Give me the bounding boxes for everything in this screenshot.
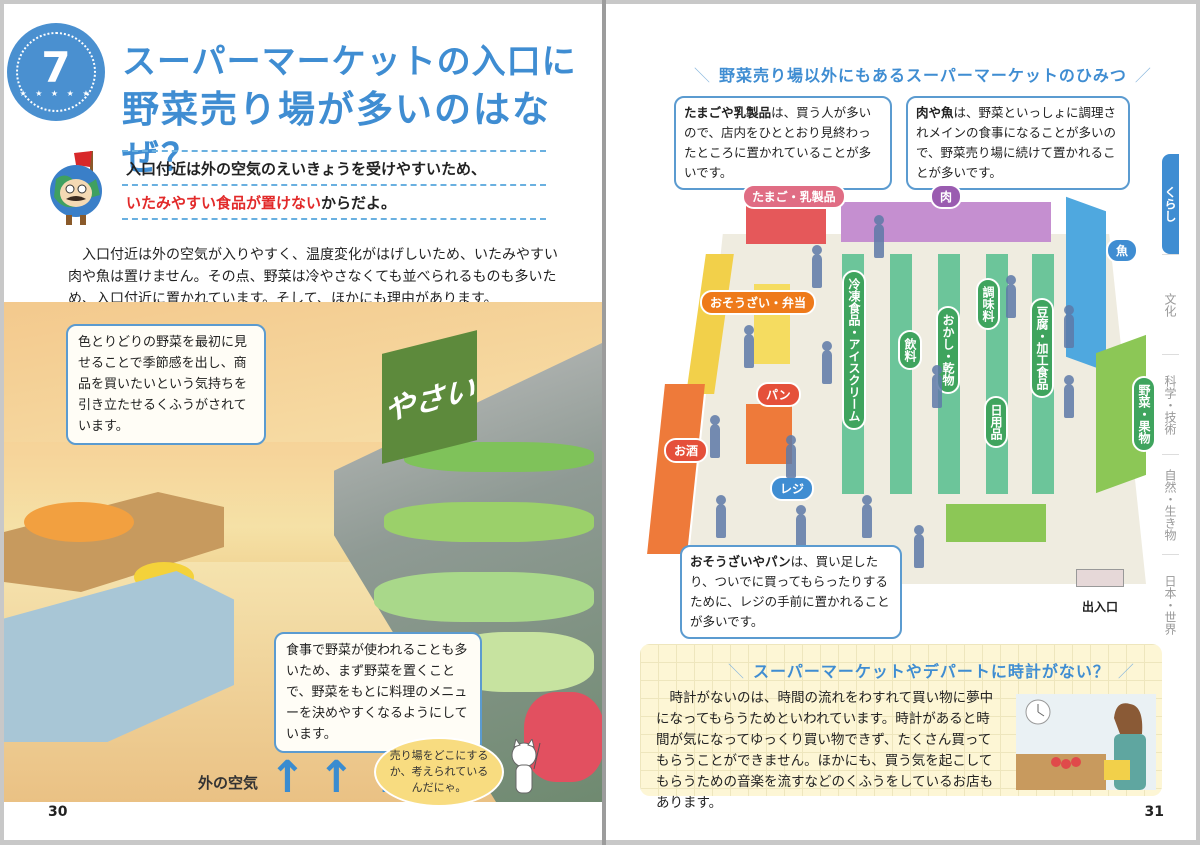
section-heading: ＼野菜売り場以外にもあるスーパーマーケットのひみつ／ [694, 66, 1152, 85]
label-fish: 魚 [1106, 238, 1139, 263]
category-side-tabs: くらし 文化 科学・技術 自然・生き物 日本・世界 [1162, 154, 1196, 654]
clock-body: 時計がないのは、時間の流れをわすれて買い物に夢中になってもらうためといわれていま… [656, 690, 994, 811]
body-paragraph: 入口付近は外の空気が入りやすく、温度変化がはげしいため、いたみやすい肉や魚は置け… [68, 247, 558, 307]
label-eggs-dairy: たまご・乳製品 [742, 184, 846, 209]
shopper-icon [822, 341, 832, 384]
lead-line-2-rest: からだよ。 [321, 194, 397, 212]
label-meat: 肉 [930, 184, 963, 209]
label-daily: 日用品 [984, 396, 1008, 448]
note-meat-fish: 肉や魚は、野菜といっしょに調理されメインの食事になることが多いので、野菜売り場に… [906, 96, 1130, 190]
shopper-icon [786, 435, 796, 478]
shopper-icon [862, 495, 872, 538]
title-line-2: 野菜売り場が多いのはなぜ？ [122, 88, 551, 179]
shopper-icon [932, 365, 942, 408]
page-number: 31 [1144, 804, 1164, 820]
store-floor-map: たまご・乳製品 肉 魚 おそうざい・弁当 パン お酒 レジ 冷凍食品・アイスクリ… [646, 174, 1156, 619]
page-gutter [602, 0, 606, 845]
label-register: レジ [770, 476, 815, 501]
clock-column: ＼スーパーマーケットやデパートに時計がない？／ 時計がないのは、時間の流れをわす… [640, 644, 1162, 811]
label-seasoning: 調味料 [976, 278, 1000, 330]
label-deli: おそうざい・弁当 [700, 290, 817, 315]
up-arrow-icon: ↑ [269, 752, 306, 803]
up-arrow-icon: ↑ [317, 752, 355, 803]
shopper-icon [1064, 375, 1074, 418]
left-page: くらし 7 ★ ★ ★ ★ ★ スーパーマーケットの入口に 野菜売り場が多いのは… [4, 4, 602, 840]
tab-kagaku-gijutsu[interactable]: 科学・技術 [1162, 354, 1179, 454]
eggs-section [746, 204, 826, 244]
entrance-display [946, 504, 1046, 542]
shopper-icon [1006, 275, 1016, 318]
lead-line-1: 入口付近は外の空気のえいきょうを受けやすいため、 [122, 150, 546, 186]
right-page: ＼野菜売り場以外にもあるスーパーマーケットのひみつ／ たまごや乳製品は、買う人が… [606, 4, 1196, 840]
tab-bunka[interactable]: 文化 [1162, 254, 1179, 354]
lead-highlight: いたみやすい食品が置けない [126, 194, 322, 212]
shopper-woman-illustration [1016, 694, 1156, 790]
info-note-seasonal: 色とりどりの野菜を最初に見せることで季節感を出し、商品を買いたいという気持ちを引… [66, 324, 266, 445]
lead-statement: 入口付近は外の空気のえいきょうを受けやすいため、 いたみやすい食品が置けないから… [122, 150, 546, 220]
label-tofu: 豆腐・加工食品 [1030, 298, 1054, 398]
outside-air-label: 外の空気 [198, 774, 259, 792]
globe-mascot-icon [50, 151, 102, 225]
shopper-icon [914, 525, 924, 568]
shopper-icon [796, 505, 806, 548]
shopper-icon [874, 215, 884, 258]
cat-speech-bubble: 売り場をどこにするか、考えられているんだにゃ。 [374, 737, 504, 807]
page-title: スーパーマーケットの入口に 野菜売り場が多いのはなぜ？ [122, 40, 602, 182]
clock-heading: ＼スーパーマーケットやデパートに時計がない？／ [728, 662, 1135, 681]
info-note-menu: 食事で野菜が使われることも多いため、まず野菜を置くことで、野菜をもとに料理のメニ… [274, 632, 482, 753]
label-bread: パン [756, 382, 801, 407]
badge-number: 7 [41, 42, 71, 92]
title-line-1: スーパーマーケットの入口に [122, 42, 577, 82]
label-frozen: 冷凍食品・アイスクリーム [842, 270, 866, 430]
label-drinks: 飲料 [898, 330, 922, 370]
tab-shizen-ikimono[interactable]: 自然・生き物 [1162, 454, 1179, 554]
tab-kurashi[interactable]: くらし [1162, 154, 1179, 254]
entrance-mat [1076, 569, 1124, 587]
label-entrance: 出入口 [1082, 600, 1119, 614]
bread-shelf [746, 404, 792, 464]
shopper-icon [716, 495, 726, 538]
page-number: 30 [48, 804, 68, 820]
shopper-icon [710, 415, 720, 458]
shopper-icon [1064, 305, 1074, 348]
chapter-badge: くらし 7 ★ ★ ★ ★ ★ [10, 26, 549, 778]
cat-mascot-icon [511, 739, 541, 794]
aisle-2 [890, 254, 912, 494]
star-icon: ★ ★ ★ ★ ★ [19, 88, 93, 98]
note-eggs-dairy: たまごや乳製品は、買う人が多いので、店内をひととおり見終わったところに置かれてい… [674, 96, 892, 190]
shopper-icon [812, 245, 822, 288]
note-deli-bread: おそうざいやパンは、買い足したり、ついでに買ってもらったりするために、レジの手前… [680, 545, 902, 639]
label-produce: 野菜・果物 [1132, 376, 1156, 452]
lead-line-2: いたみやすい食品が置けないからだよ。 [122, 186, 546, 220]
shopper-icon [744, 325, 754, 368]
label-alcohol: お酒 [664, 438, 709, 463]
tab-nihon-sekai[interactable]: 日本・世界 [1162, 554, 1179, 654]
